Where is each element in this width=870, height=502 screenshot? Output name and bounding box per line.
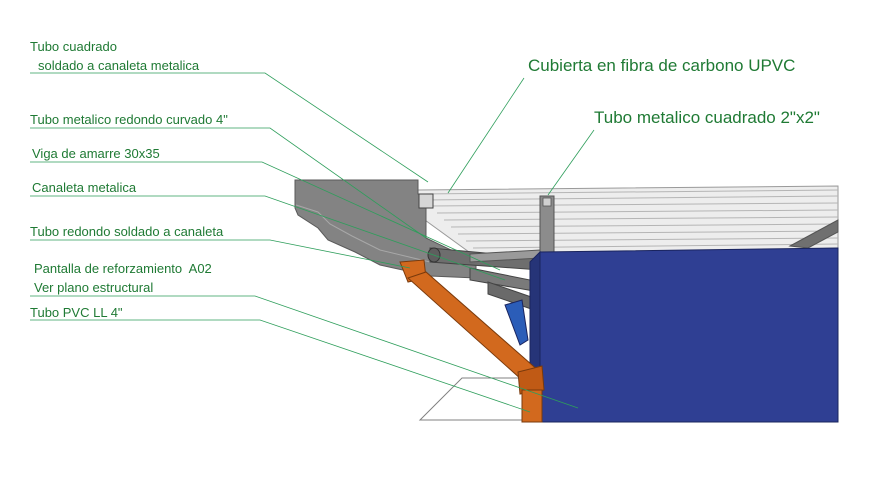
floor-slab-outline — [418, 377, 523, 421]
label-tubo-pvc: Tubo PVC LL 4" — [30, 305, 123, 320]
label-tubo-curvado: Tubo metalico redondo curvado 4" — [30, 112, 228, 127]
label-tubo-cuadrado-2x2: Tubo metalico cuadrado 2"x2" — [594, 108, 820, 127]
label-tubo-cuadrado-2: soldado a canaleta metalica — [38, 58, 200, 73]
label-cubierta: Cubierta en fibra de carbono UPVC — [528, 56, 796, 75]
label-pantalla: Pantalla de reforzamiento A02 — [34, 261, 212, 276]
roof-sheet — [417, 185, 839, 261]
pvc-downpipe — [399, 259, 545, 423]
label-pantalla-2: Ver plano estructural — [34, 280, 154, 295]
label-tubo-redondo: Tubo redondo soldado a canaleta — [30, 224, 224, 239]
label-canaleta: Canaleta metalica — [32, 180, 137, 195]
square-steel-post — [539, 195, 555, 255]
label-tubo-cuadrado: Tubo cuadrado — [30, 39, 117, 54]
leader-lines — [30, 72, 595, 413]
blue-bracket — [504, 299, 529, 346]
gutter-square-tube — [418, 193, 434, 209]
label-viga: Viga de amarre 30x35 — [32, 146, 160, 161]
reinforcement-wall — [529, 247, 839, 423]
roof-brace — [788, 219, 839, 249]
